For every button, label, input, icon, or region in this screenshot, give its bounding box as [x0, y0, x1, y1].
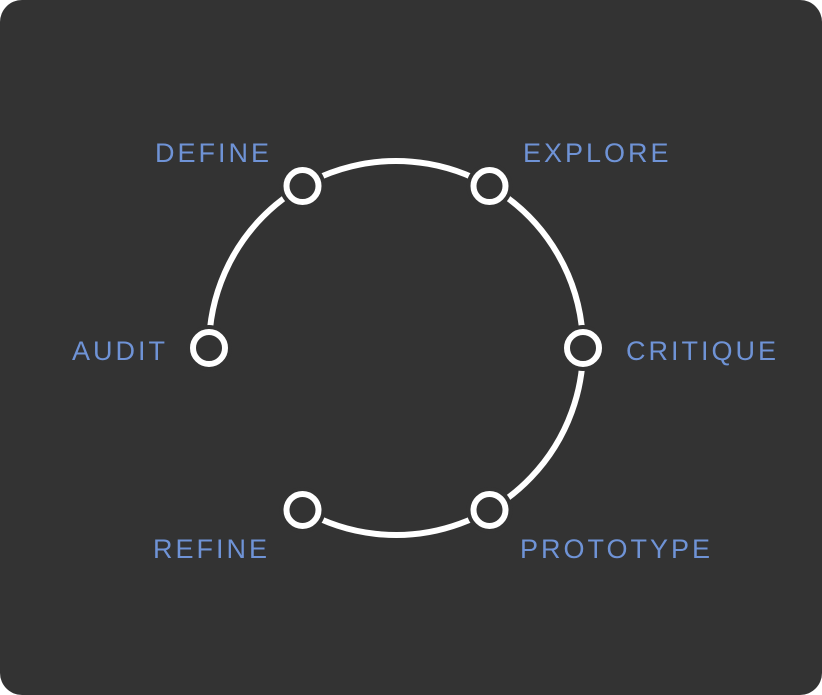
label-audit: AUDIT [72, 336, 168, 366]
label-define: DEFINE [155, 138, 272, 168]
cycle-arc [206, 158, 586, 538]
label-prototype: PROTOTYPE [520, 534, 713, 564]
node-critique [564, 329, 602, 367]
node-prototype [470, 490, 509, 529]
label-explore: EXPLORE [523, 138, 672, 168]
node-audit [190, 329, 228, 367]
label-critique: CRITIQUE [626, 336, 779, 366]
node-explore [470, 167, 509, 206]
label-refine: REFINE [153, 534, 270, 564]
node-refine [283, 490, 322, 529]
node-define [283, 167, 322, 206]
